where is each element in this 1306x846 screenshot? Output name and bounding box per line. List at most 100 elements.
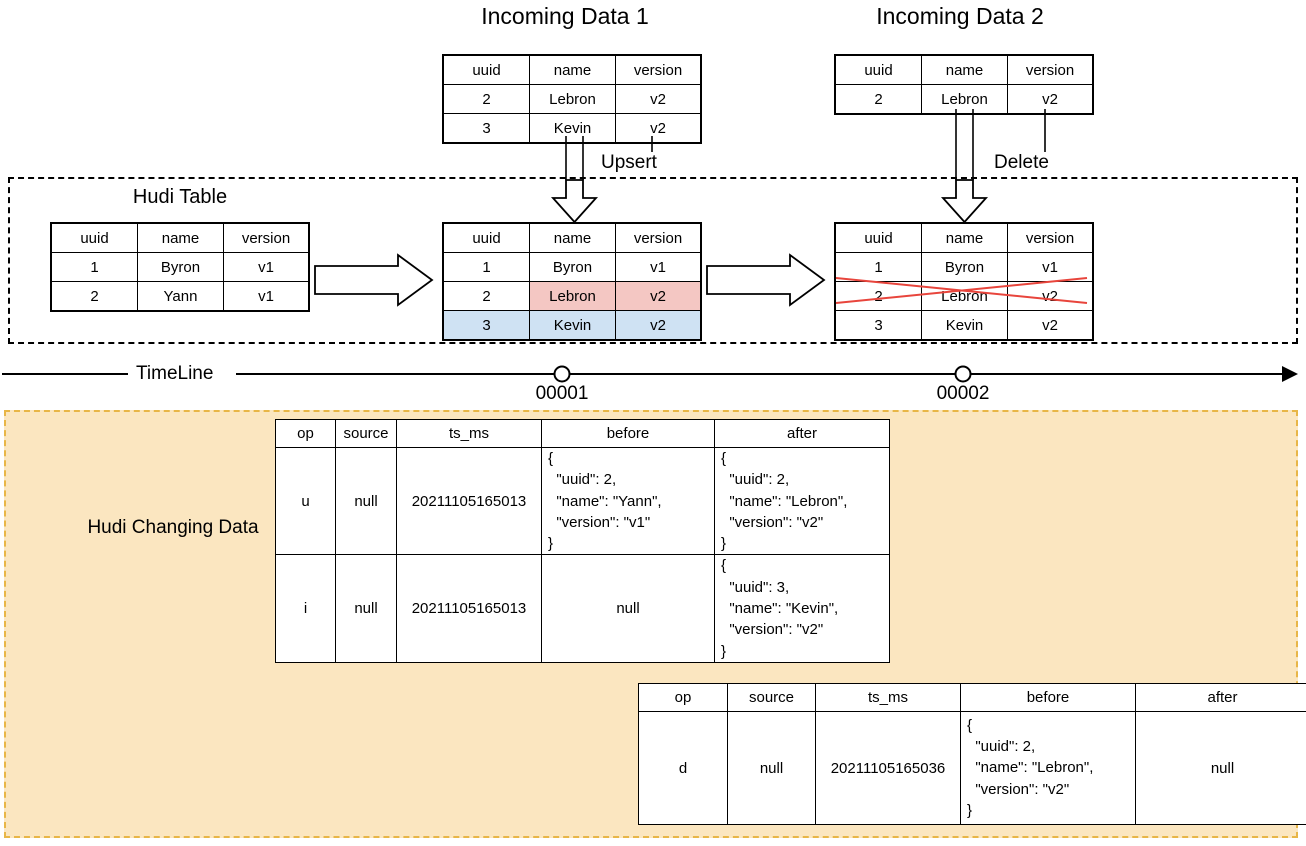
cell-after: null <box>1135 711 1306 825</box>
column-header-after: after <box>714 419 890 448</box>
column-header-version: version <box>1007 222 1094 253</box>
table-header-row: uuid name version <box>50 222 310 253</box>
timeline-marker-label-00001: 00001 <box>535 383 589 404</box>
cell-uuid: 3 <box>442 310 530 341</box>
column-header-version: version <box>615 54 702 85</box>
cell-name: Lebron <box>921 281 1008 311</box>
hudi-table-initial: uuid name version 1 Byron v1 2 Yann v1 <box>50 222 310 312</box>
cdc-table-1: op source ts_ms before after u null 2021… <box>275 419 890 663</box>
table-row: 2 Lebron v2 <box>834 84 1094 115</box>
cell-uuid: 2 <box>834 84 922 115</box>
column-header-uuid: uuid <box>834 54 922 85</box>
column-header-source: source <box>727 683 816 712</box>
cell-op: u <box>275 446 336 556</box>
cdc-table-2: op source ts_ms before after d null 2021… <box>638 683 1306 825</box>
cell-uuid: 3 <box>834 310 922 341</box>
cell-op: d <box>638 711 728 825</box>
cell-version: v1 <box>223 281 310 312</box>
column-header-version: version <box>615 222 702 253</box>
cell-uuid: 3 <box>442 113 530 144</box>
timeline-marker-00002-icon <box>954 365 972 383</box>
cell-ts-ms: 20211105165036 <box>815 711 961 825</box>
column-header-before: before <box>541 419 715 448</box>
cell-after: { "uuid": 3, "name": "Kevin", "version":… <box>714 554 890 663</box>
table-row: 3 Kevin v2 <box>834 310 1094 341</box>
hudi-table-after-upsert: uuid name version 1 Byron v1 2 Lebron v2… <box>442 222 702 341</box>
column-header-name: name <box>921 54 1008 85</box>
hudi-table-region <box>8 177 1298 344</box>
table-row-updated: 2 Lebron v2 <box>442 281 702 311</box>
column-header-op: op <box>275 419 336 448</box>
table-row: d null 20211105165036 { "uuid": 2, "name… <box>638 711 1306 825</box>
cell-uuid: 1 <box>834 252 922 282</box>
column-header-name: name <box>529 54 616 85</box>
table-header-row: uuid name version <box>442 222 702 253</box>
table-row-deleted: 2 Lebron v2 <box>834 281 1094 311</box>
column-header-uuid: uuid <box>442 222 530 253</box>
cell-uuid: 1 <box>50 252 138 282</box>
cell-version: v1 <box>615 252 702 282</box>
column-header-uuid: uuid <box>834 222 922 253</box>
table-row: 3 Kevin v2 <box>442 113 702 144</box>
timeline-arrowhead-icon <box>1282 366 1298 382</box>
cell-source: null <box>335 446 397 556</box>
cell-version: v2 <box>1007 310 1094 341</box>
table-row: 2 Lebron v2 <box>442 84 702 114</box>
cell-before: null <box>541 554 715 663</box>
timeline-marker-00001-icon <box>553 365 571 383</box>
cell-after: { "uuid": 2, "name": "Lebron", "version"… <box>714 446 890 556</box>
cell-name: Kevin <box>529 310 616 341</box>
table-row: i null 20211105165013 null { "uuid": 3, … <box>275 554 890 663</box>
incoming-data-2-table: uuid name version 2 Lebron v2 <box>834 54 1094 115</box>
cell-name: Lebron <box>921 84 1008 115</box>
table-row-inserted: 3 Kevin v2 <box>442 310 702 341</box>
cell-name: Kevin <box>529 113 616 144</box>
table-header-row: uuid name version <box>834 54 1094 85</box>
hudi-table-after-delete: uuid name version 1 Byron v1 2 Lebron v2… <box>834 222 1094 341</box>
cell-name: Yann <box>137 281 224 312</box>
cell-source: null <box>335 554 397 663</box>
column-header-ts-ms: ts_ms <box>396 419 542 448</box>
cell-uuid: 2 <box>442 84 530 114</box>
table-header-row: uuid name version <box>442 54 702 85</box>
incoming-data-1-table: uuid name version 2 Lebron v2 3 Kevin v2 <box>442 54 702 144</box>
cell-name: Kevin <box>921 310 1008 341</box>
cell-version: v1 <box>223 252 310 282</box>
cell-ts-ms: 20211105165013 <box>396 554 542 663</box>
column-header-source: source <box>335 419 397 448</box>
incoming-data-2-title: Incoming Data 2 <box>876 3 1044 29</box>
column-header-before: before <box>960 683 1136 712</box>
table-row: 1 Byron v1 <box>442 252 702 282</box>
table-row: u null 20211105165013 { "uuid": 2, "name… <box>275 446 890 556</box>
cell-version: v2 <box>615 281 702 311</box>
cell-before: { "uuid": 2, "name": "Lebron", "version"… <box>960 711 1136 825</box>
table-row: 1 Byron v1 <box>834 252 1094 282</box>
column-header-name: name <box>529 222 616 253</box>
table-row: 1 Byron v1 <box>50 252 310 282</box>
cell-before: { "uuid": 2, "name": "Yann", "version": … <box>541 446 715 556</box>
cell-version: v2 <box>615 113 702 144</box>
delete-label: Delete <box>994 152 1049 173</box>
cell-uuid: 1 <box>442 252 530 282</box>
column-header-name: name <box>921 222 1008 253</box>
table-header-row: op source ts_ms before after <box>275 419 890 448</box>
column-header-uuid: uuid <box>50 222 138 253</box>
upsert-label: Upsert <box>601 152 657 173</box>
cell-version: v2 <box>1007 281 1094 311</box>
incoming-data-1-title: Incoming Data 1 <box>481 3 649 29</box>
column-header-uuid: uuid <box>442 54 530 85</box>
hudi-table-title: Hudi Table <box>132 186 228 208</box>
cell-version: v2 <box>615 310 702 341</box>
cell-name: Lebron <box>529 84 616 114</box>
cell-uuid: 2 <box>50 281 138 312</box>
column-header-name: name <box>137 222 224 253</box>
cell-version: v2 <box>1007 84 1094 115</box>
column-header-after: after <box>1135 683 1306 712</box>
column-header-op: op <box>638 683 728 712</box>
cell-version: v1 <box>1007 252 1094 282</box>
column-header-ts-ms: ts_ms <box>815 683 961 712</box>
cell-ts-ms: 20211105165013 <box>396 446 542 556</box>
cell-name: Byron <box>921 252 1008 282</box>
cell-name: Lebron <box>529 281 616 311</box>
